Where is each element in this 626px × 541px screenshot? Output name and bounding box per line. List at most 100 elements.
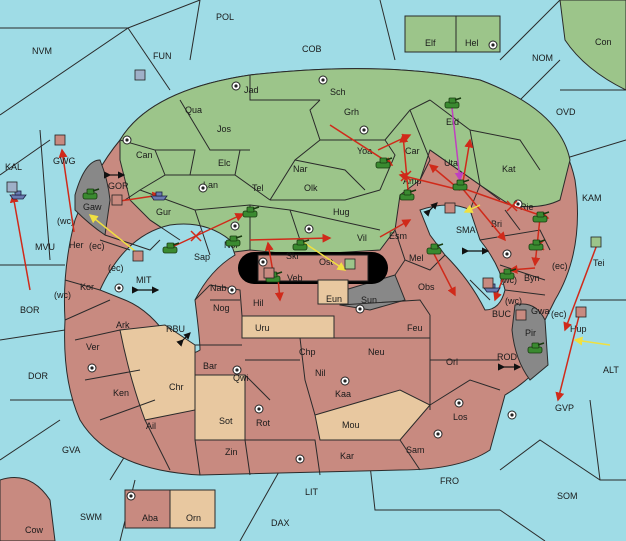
sea-label-cob: COB bbox=[302, 44, 322, 54]
province-label-kat: Kat bbox=[502, 164, 516, 174]
province-label-can: Can bbox=[136, 150, 153, 160]
province-label-skr: Skr bbox=[286, 251, 300, 261]
province-label-vil: Vil bbox=[357, 233, 367, 243]
province-label-tei: Tei bbox=[593, 258, 605, 268]
supply-center-icon bbox=[340, 376, 350, 386]
sea-label-fun: FUN bbox=[153, 51, 172, 61]
province-label-yoa: Yoa bbox=[357, 146, 372, 156]
sea-label-kam: KAM bbox=[582, 193, 602, 203]
province-label-aba: Aba bbox=[142, 513, 158, 523]
province-label-nar: Nar bbox=[293, 164, 308, 174]
province-label-hil: Hil bbox=[253, 298, 264, 308]
supply-center-icon bbox=[318, 75, 328, 85]
province-label-kor: Kor bbox=[80, 282, 94, 292]
province-label-mel: Mel bbox=[409, 253, 424, 263]
province-label-los: Los bbox=[453, 412, 468, 422]
supply-center-icon bbox=[295, 454, 305, 464]
supply-center-icon bbox=[198, 183, 208, 193]
flag-hup bbox=[575, 306, 587, 318]
province-label-lan: Lan bbox=[203, 180, 218, 190]
island-elf-hel[interactable] bbox=[404, 15, 501, 53]
province-label-hup: Hup bbox=[570, 324, 587, 334]
double-arrow-icon bbox=[423, 202, 438, 217]
province-label-uta: Uta bbox=[444, 158, 458, 168]
flag-veb bbox=[263, 267, 275, 279]
province-label-eld: Eld bbox=[446, 117, 459, 127]
sea-label-lit: LIT bbox=[305, 487, 319, 497]
supply-center-icon bbox=[122, 135, 132, 145]
province-label-sam: Sam bbox=[406, 445, 425, 455]
province-label-ken: Ken bbox=[113, 388, 129, 398]
province-label-chr: Chr bbox=[169, 382, 184, 392]
supply-center-icon bbox=[502, 249, 512, 259]
province-label-grh: Grh bbox=[344, 107, 359, 117]
province-label-sch: Sch bbox=[330, 87, 346, 97]
province-label-jad: Jad bbox=[244, 85, 259, 95]
province-label-sap: Sap bbox=[194, 252, 210, 262]
supply-center-icon bbox=[433, 429, 443, 439]
sea-label-kal: KAL bbox=[5, 162, 22, 172]
province-label-amp: Amp bbox=[403, 176, 422, 186]
province-cow[interactable] bbox=[0, 477, 56, 541]
sea-label-rod: ROD bbox=[497, 352, 518, 362]
province-label-nil: Nil bbox=[315, 368, 326, 378]
supply-center-icon bbox=[254, 404, 264, 414]
sea-label-mit: MIT bbox=[136, 275, 152, 285]
sea-label-gvp: GVP bbox=[555, 403, 574, 413]
province-label-chp: Chp bbox=[299, 347, 316, 357]
sea-label-rbu: RBU bbox=[166, 324, 185, 334]
x-mark-icon bbox=[506, 200, 518, 212]
province-label-rot: Rot bbox=[256, 418, 271, 428]
province-label-orl: Orl bbox=[446, 357, 458, 367]
coast-tag: (ec) bbox=[89, 241, 105, 251]
supply-center-icon bbox=[359, 125, 369, 135]
province-label-nog: Nog bbox=[213, 303, 230, 313]
province-sot[interactable] bbox=[194, 374, 246, 441]
sea-label-gor: GOR bbox=[108, 181, 129, 191]
sea-label-pol: POL bbox=[216, 12, 234, 22]
supply-center-icon bbox=[507, 410, 517, 420]
flag-tei bbox=[590, 236, 602, 248]
province-label-gwa: Gwa bbox=[531, 306, 550, 316]
province-label-bar: Bar bbox=[203, 361, 217, 371]
province-label-eun: Eun bbox=[326, 294, 342, 304]
sea-label-sma: SMA bbox=[456, 225, 476, 235]
province-label-neu: Neu bbox=[368, 347, 385, 357]
province-label-byn: Byn bbox=[524, 273, 540, 283]
supply-center-icon bbox=[227, 285, 237, 295]
supply-center-icon bbox=[126, 491, 136, 501]
province-label-hel: Hel bbox=[465, 38, 479, 48]
flag-fun bbox=[134, 69, 146, 81]
province-label-her: Her bbox=[69, 240, 84, 250]
province-label-elf: Elf bbox=[425, 38, 436, 48]
province-mou[interactable] bbox=[314, 389, 431, 441]
province-con[interactable] bbox=[559, 0, 626, 91]
province-label-esm: Esm bbox=[389, 231, 407, 241]
coast-tag: (wc) bbox=[54, 290, 71, 300]
supply-center-icon bbox=[232, 365, 242, 375]
flag-gor bbox=[111, 194, 123, 206]
flag-mit bbox=[132, 250, 144, 262]
strait-arrows bbox=[104, 171, 522, 371]
double-arrow-icon bbox=[176, 332, 191, 347]
province-label-bri: Bri bbox=[491, 219, 502, 229]
province-label-qua: Qua bbox=[185, 105, 202, 115]
sea-label-con: Con bbox=[595, 37, 612, 47]
sea-label-alt: ALT bbox=[603, 365, 619, 375]
sea-label-gwg: GWG bbox=[53, 156, 76, 166]
coast-tag: (ec) bbox=[551, 309, 567, 319]
province-label-nab: Nab bbox=[210, 283, 227, 293]
province-label-qwi: Qwi bbox=[233, 373, 249, 383]
flag-gwa bbox=[515, 309, 527, 321]
province-label-zin: Zin bbox=[225, 447, 238, 457]
flag-ost bbox=[344, 258, 356, 270]
province-label-tel: Tel bbox=[252, 183, 264, 193]
x-mark-icon bbox=[400, 170, 412, 182]
province-label-kar: Kar bbox=[340, 451, 354, 461]
sea-label-bor: BOR bbox=[20, 305, 40, 315]
coast-tags: (wc) (ec) (wc) (ec) (wc) (ec) (wc) (ec) bbox=[54, 216, 568, 319]
province-label-obs: Obs bbox=[418, 282, 435, 292]
province-label-ail: Ail bbox=[146, 421, 156, 431]
province-eun[interactable] bbox=[317, 279, 349, 305]
